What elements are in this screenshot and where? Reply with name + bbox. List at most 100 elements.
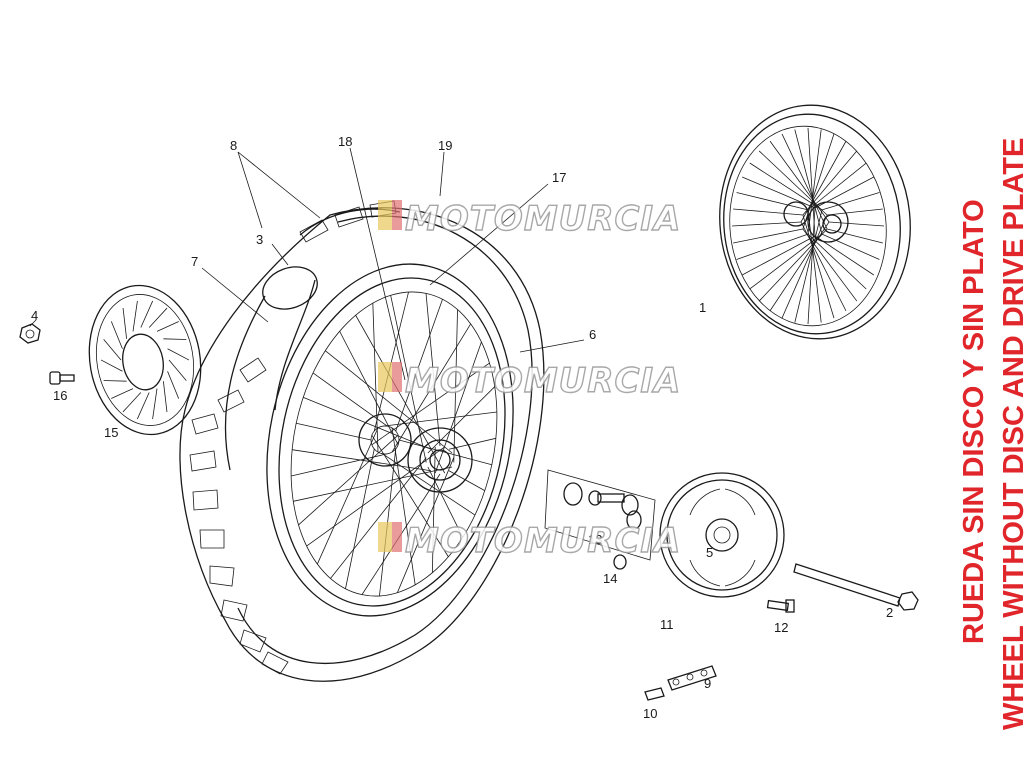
label-part-17: 17 [552,170,566,185]
spoke [736,192,809,211]
sprocket-tooth [773,496,778,499]
sprocket-tooth [666,570,671,573]
tire [179,200,545,682]
spoke [391,323,471,453]
label-part-12: 12 [774,620,788,635]
sprocket-tooth [656,519,662,520]
watermark-top: MOTOMURCIA [405,199,681,239]
spoke [303,396,432,450]
label-part-18: 18 [338,134,352,149]
sprocket-tooth [737,469,738,475]
spoke [769,140,830,223]
disc-slot [103,380,127,382]
sprocket-tooth [706,595,707,601]
spoke [298,434,399,526]
disc-slot [148,307,168,328]
sprocket-tooth [777,503,782,506]
sprocket-tooth [683,586,686,591]
sprocket-bolt [766,599,795,613]
spoke [733,208,803,216]
disc-slot [132,300,138,332]
sprocket-tooth [773,570,778,573]
sprocket-tooth [658,511,664,513]
sprocket-tooth [677,484,681,488]
watermarks: MOTOMURCIA MOTOMURCIA MOTOMURCIA [378,198,681,562]
sprocket-tooth [671,576,675,580]
spoke [395,299,443,432]
brake-disc [88,284,202,436]
spoke [802,150,858,216]
spoke [382,453,476,516]
spoke [371,362,490,446]
spoke [330,457,427,579]
sprocket-tooth [698,471,700,477]
sprocket-tooth [677,581,681,585]
sprocket-tooth [780,557,786,559]
spoke [312,372,388,427]
sprocket-tooth [768,490,772,494]
spoke [448,437,496,450]
spoke [814,235,875,276]
disc-bolt [49,371,75,385]
spoke [794,129,823,235]
disc-slot [163,338,187,340]
spoke [398,439,492,466]
spoke [425,293,441,447]
sprocket-tooth [690,590,693,595]
spoke [769,221,830,312]
spoke [371,434,449,557]
spoke [293,466,453,502]
label-part-16: 16 [53,388,67,403]
spoke [736,233,809,260]
disc-slot [110,321,123,349]
sprocket-tooth [757,479,760,484]
disc-slot [122,392,142,413]
spoke [749,162,823,211]
spoke [821,192,880,211]
spoke [373,291,409,432]
spoke [731,221,802,227]
watermark-middle: MOTOMURCIA [405,361,681,401]
disc-slot [140,300,154,328]
label-part-11: 11 [660,617,674,632]
sprocket-nut [613,554,627,570]
sprocket-tooth [729,467,730,473]
disc-slot [122,307,128,339]
spoke [807,127,816,237]
sprocket-tooth [744,471,746,477]
spoke [781,133,828,230]
sprocket-tooth [671,490,675,494]
label-part-6: 6 [589,327,596,342]
spoke [355,315,446,474]
axle [793,563,919,611]
sprocket-tooth [683,479,686,484]
label-part-19: 19 [438,138,452,153]
sprocket-tooth [662,564,667,567]
disc-slot [136,392,150,420]
spoke [325,350,453,454]
sprocket-tooth [751,590,754,595]
sprocket-tooth [706,469,707,475]
spoke [807,209,822,323]
sprocket-tooth [737,595,738,601]
chain-link [667,665,717,691]
sprocket-tooth [784,527,790,528]
spoke [382,411,497,427]
sprocket-tooth [714,467,715,473]
spoke [807,129,822,235]
sprocket-tooth [763,581,767,585]
sprocket-tooth [784,542,790,543]
spoke [807,207,816,325]
spoke [749,233,823,290]
label-part-9: 9 [704,676,711,691]
label-part-2: 2 [886,605,893,620]
spoke [802,228,858,302]
spoke [733,228,803,244]
disc-slot [103,339,122,361]
watermark-bottom: MOTOMURCIA [405,521,681,561]
nut [19,323,41,344]
spoke [292,449,432,472]
label-part-4: 4 [31,308,38,323]
sprocket-tooth [757,586,760,591]
complete-wheel [719,104,911,340]
